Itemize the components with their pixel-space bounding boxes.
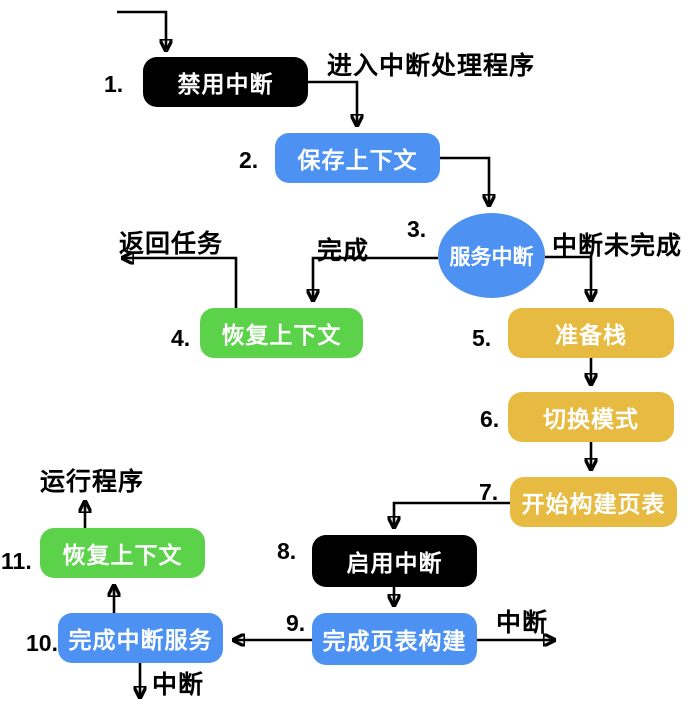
- node-label: 保存上下文: [297, 147, 418, 173]
- edge-node7-node8: [394, 501, 510, 527]
- label-interrupt-not-done: 中断未完成: [552, 232, 683, 260]
- node-enable-interrupts: 启用中断: [312, 535, 477, 587]
- node-finish-interrupt-service: 完成中断服务: [58, 613, 223, 663]
- node-label: 启用中断: [346, 550, 443, 576]
- node-disable-interrupts: 禁用中断: [143, 57, 308, 107]
- node-prepare-stack: 准备栈: [508, 308, 674, 358]
- label-return-to-task: 返回任务: [119, 230, 224, 258]
- node-label: 服务中断: [449, 245, 534, 269]
- edge-node3-node5-notdone: [545, 255, 591, 300]
- step-number-3: 3.: [407, 216, 427, 242]
- step-number-5: 5.: [472, 325, 492, 351]
- node-label: 恢复上下文: [221, 322, 342, 348]
- node-service-interrupt: 服务中断: [438, 213, 545, 298]
- label-done: 完成: [317, 237, 370, 265]
- node-label: 完成页表构建: [322, 628, 467, 654]
- node-switch-mode: 切换模式: [508, 392, 674, 442]
- label-interrupt-down: 中断: [152, 671, 205, 699]
- edge-node1-node2: [308, 80, 357, 125]
- step-number-8: 8.: [277, 538, 297, 564]
- step-number-10: 10.: [26, 630, 58, 656]
- node-label: 切换模式: [543, 406, 639, 432]
- node-label: 完成中断服务: [68, 627, 213, 653]
- node-restore-context-2: 恢复上下文: [40, 528, 205, 578]
- step-number-7: 7.: [479, 479, 499, 505]
- node-save-context: 保存上下文: [275, 133, 440, 183]
- node-label: 准备栈: [555, 322, 627, 348]
- edge-node3-node4-done: [313, 256, 438, 300]
- step-number-2: 2.: [239, 147, 259, 173]
- label-run-program: 运行程序: [40, 468, 145, 496]
- node-restore-context: 恢复上下文: [200, 308, 363, 358]
- step-number-1: 1.: [104, 71, 124, 97]
- node-label: 禁用中断: [177, 71, 274, 97]
- step-number-6: 6.: [480, 406, 500, 432]
- label-enter-interrupt-handler: 进入中断处理程序: [327, 52, 536, 80]
- edge-node2-node3: [440, 156, 489, 205]
- edge-entry: [117, 10, 166, 50]
- node-finish-page-table-build: 完成页表构建: [312, 613, 477, 665]
- step-number-11: 11.: [1, 548, 32, 574]
- label-interrupt-right: 中断: [496, 609, 549, 637]
- step-number-9: 9.: [286, 610, 306, 636]
- step-number-4: 4.: [171, 325, 191, 351]
- node-start-build-page-table: 开始构建页表: [510, 477, 677, 527]
- node-label: 恢复上下文: [62, 542, 183, 568]
- node-label: 开始构建页表: [521, 491, 666, 517]
- edge-node4-return-to-task: [123, 258, 238, 308]
